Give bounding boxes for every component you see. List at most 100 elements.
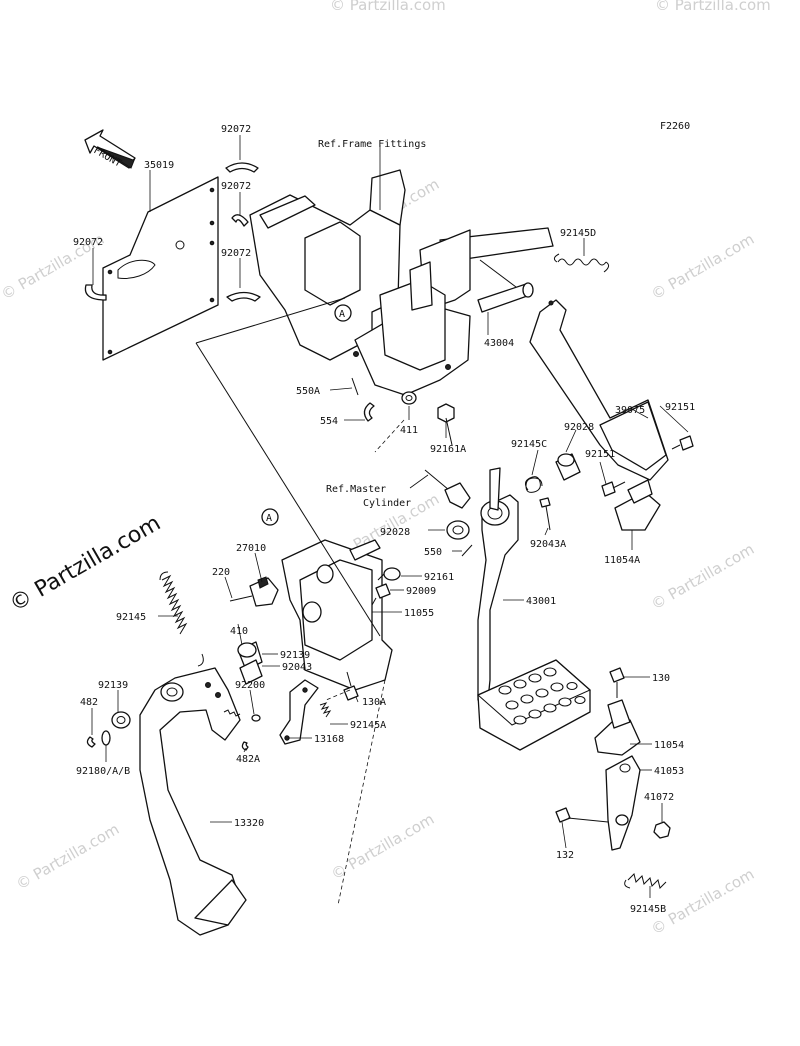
- label-92009: 92009: [406, 586, 436, 597]
- label-482: 482: [80, 697, 98, 708]
- bolt-130: [609, 667, 625, 698]
- label-410: 410: [230, 626, 248, 637]
- ref-master-cylinder-label-2: Cylinder: [363, 498, 411, 509]
- label-92161: 92161: [424, 572, 454, 583]
- label-92139: 92139: [98, 680, 128, 691]
- label-92145B: 92145B: [630, 904, 666, 915]
- label-482A: 482A: [236, 754, 260, 765]
- label-13320: 13320: [234, 818, 264, 829]
- label-554: 554: [320, 416, 338, 427]
- master-cylinder-rod: [424, 469, 471, 509]
- hardware-icons: [351, 377, 694, 497]
- switch-27010: [249, 576, 279, 607]
- label-92043A: 92043A: [530, 539, 566, 550]
- label-39075: 39075: [615, 405, 645, 416]
- spring-92145B-icon: [624, 873, 667, 889]
- callout-a-circle-mid: [261, 508, 279, 526]
- washer-92200: [251, 714, 261, 722]
- leader-lines: [91, 135, 689, 898]
- label-132: 132: [556, 850, 574, 861]
- frame-fittings: A: [249, 169, 554, 396]
- label-130A: 130A: [362, 697, 386, 708]
- label-41053: 41053: [654, 766, 684, 777]
- watermark: © Partzilla.com: [648, 540, 757, 613]
- clip-92072-icons: [84, 162, 261, 302]
- watermark: © Partzilla.com: [655, 0, 771, 14]
- callout-a-mid: A: [266, 513, 272, 524]
- pedal-arm-39075: [529, 299, 669, 481]
- ref-frame-fittings-label: Ref.Frame Fittings: [318, 139, 426, 150]
- brake-pedal-43001: [477, 467, 591, 751]
- label-550: 550: [424, 547, 442, 558]
- label-92200: 92200: [235, 680, 265, 691]
- label-92180-A-B: 92180/A/B: [76, 766, 130, 777]
- label-92145C: 92145C: [511, 439, 547, 450]
- bolt-132: [555, 807, 609, 823]
- label-35019: 35019: [144, 160, 174, 171]
- watermark: © Partzilla.com: [648, 865, 757, 938]
- part-labels: 92072 35019 92072 92072 92072 Ref.Frame …: [73, 124, 695, 915]
- link-13168: [279, 679, 319, 745]
- label-92145A: 92145A: [350, 720, 386, 731]
- label-92072: 92072: [221, 248, 251, 259]
- watermark: © Partzilla.com: [13, 820, 122, 893]
- label-92145D: 92145D: [560, 228, 596, 239]
- bracket-11055: A: [261, 508, 393, 691]
- label-11055: 11055: [404, 608, 434, 619]
- bushing-410: [237, 641, 263, 671]
- cover-plate-35019: [102, 176, 219, 361]
- spring-92145C-icon: [524, 476, 543, 493]
- screw-220: [229, 595, 253, 602]
- label-43001: 43001: [526, 596, 556, 607]
- label-13168: 13168: [314, 734, 344, 745]
- clip-482: [86, 736, 96, 748]
- bushing-92028-mid: [446, 520, 470, 540]
- spring-92145A-icon: [319, 702, 332, 718]
- assembly-lines: [195, 297, 453, 906]
- label-92072: 92072: [73, 237, 103, 248]
- label-92028: 92028: [564, 422, 594, 433]
- label-130: 130: [652, 673, 670, 684]
- clip-482A: [241, 741, 249, 751]
- pedal-13320: [139, 667, 247, 936]
- label-27010: 27010: [236, 543, 266, 554]
- label-220: 220: [212, 567, 230, 578]
- pin-550: [461, 544, 473, 557]
- watermark-main: © Partzilla.com: [6, 511, 166, 618]
- label-92139: 92139: [280, 650, 310, 661]
- lever-41053: [605, 755, 641, 851]
- label-11054: 11054: [654, 740, 684, 751]
- bolt-92043A: [539, 497, 551, 531]
- diagram-ref-code: F2260: [660, 121, 690, 132]
- fastener-92009: [371, 583, 391, 606]
- ref-master-cylinder-label-1: Ref.Master: [326, 484, 386, 495]
- label-92161A: 92161A: [430, 444, 466, 455]
- label-41072: 41072: [644, 792, 674, 803]
- label-92072: 92072: [221, 181, 251, 192]
- spring-92145D-icon: [553, 253, 610, 273]
- pin-92043: [239, 659, 263, 685]
- label-92072: 92072: [221, 124, 251, 135]
- circlip-92180: [101, 730, 111, 746]
- washer-92139-left: [111, 711, 131, 729]
- fastener-92161: [377, 567, 401, 581]
- pedal-pad-holes: [498, 667, 586, 725]
- label-92145: 92145: [116, 612, 146, 623]
- label-92151: 92151: [665, 402, 695, 413]
- label-92043: 92043: [282, 662, 312, 673]
- watermark: © Partzilla.com: [330, 0, 446, 14]
- bushing-92028-top: [555, 453, 581, 481]
- nut-41072: [653, 821, 671, 839]
- bracket-11054A: [614, 479, 661, 531]
- spring-92145-icon: [159, 571, 204, 667]
- label-43004: 43004: [484, 338, 514, 349]
- callout-a-circle-top: [334, 304, 352, 322]
- front-arrow-icon: FRONT: [84, 129, 136, 170]
- callout-a-top: A: [339, 309, 345, 320]
- bracket-11054: [594, 699, 641, 756]
- label-92151: 92151: [585, 449, 615, 460]
- watermark: © Partzilla.com: [328, 810, 437, 883]
- label-92028: 92028: [380, 527, 410, 538]
- label-411: 411: [400, 425, 418, 436]
